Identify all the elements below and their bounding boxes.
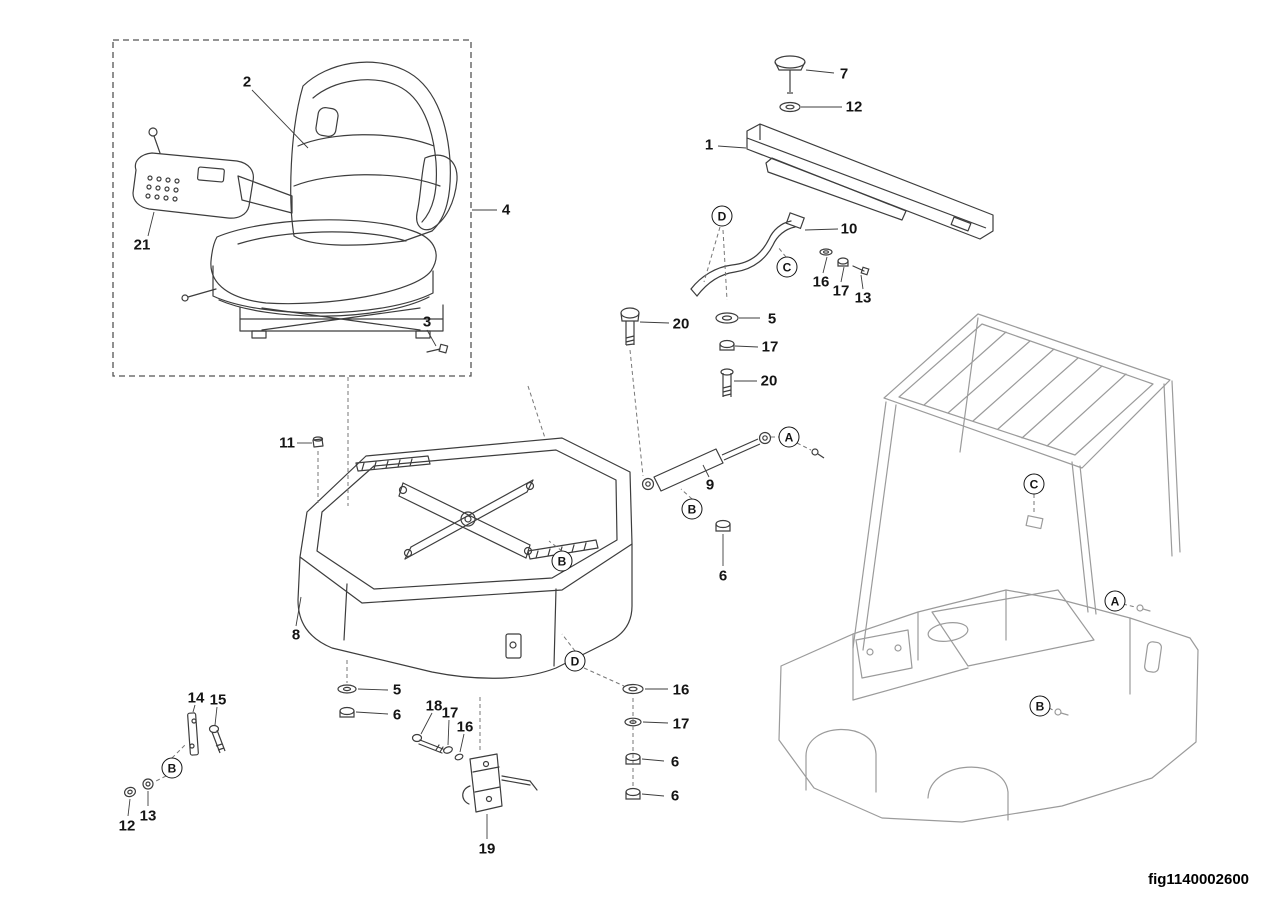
ref-letter-b-a: B [681,498,703,520]
ref-letter-c-a: C [776,256,798,278]
ref-letter-a-b: A [1104,590,1126,612]
leader-lines [127,69,864,839]
callout-part-17-c: 17 [441,704,459,722]
knob-and-washer-drawing [774,55,806,113]
callout-part-7: 7 [839,65,849,83]
callout-part-15: 15 [209,691,227,709]
ref-letter-b-c: B [161,757,183,779]
forklift-frame-drawing [778,313,1199,823]
callout-part-8: 8 [291,626,301,644]
callout-part-5-b: 5 [392,681,402,699]
callout-part-12-b: 12 [118,817,136,835]
callout-part-6-a: 6 [718,567,728,585]
seat-cover-drawing [297,436,633,679]
gas-spring-drawing [641,431,772,492]
latch-bracket-drawing [411,733,538,813]
callout-part-3: 3 [422,313,432,331]
callout-part-6-d: 6 [670,787,680,805]
callout-part-20-a: 20 [672,315,690,333]
callout-part-6-c: 6 [670,753,680,771]
mounting-plate-drawing [746,123,994,240]
callout-part-9: 9 [705,476,715,494]
callout-part-13-b: 13 [139,807,157,825]
ref-letter-a-a: A [778,426,800,448]
fastener-column-drawing [620,307,825,532]
callout-part-5-a: 5 [767,310,777,328]
callout-part-13-a: 13 [854,289,872,307]
callout-part-17-b: 17 [761,338,779,356]
ref-letter-c-b: C [1023,473,1045,495]
callout-part-21: 21 [133,236,151,254]
callout-part-16-c: 16 [672,681,690,699]
callout-part-19: 19 [478,840,496,858]
callout-part-14: 14 [187,689,205,707]
right-fastener-column-drawing [622,683,644,800]
callout-part-17-d: 17 [672,715,690,733]
operator-seat-drawing [132,61,458,354]
callout-part-18: 18 [425,697,443,715]
callout-part-16-a: 16 [812,273,830,291]
ref-letter-b-b: B [551,550,573,572]
ref-letter-b-d: B [1029,695,1051,717]
ref-letter-d-a: D [711,205,733,227]
lower-left-fasteners-drawing [124,684,357,798]
dashed-construction-lines [153,226,1136,788]
release-lever-drawing [690,212,870,297]
callout-part-20-b: 20 [760,372,778,390]
callout-part-16-b: 16 [456,718,474,736]
callout-part-12-a: 12 [845,98,863,116]
callout-part-4: 4 [501,201,511,219]
callout-part-10: 10 [840,220,858,238]
seat-assembly-dashed-box [112,39,472,377]
figure-id-label: fig1140002600 [1148,871,1249,888]
ref-letter-d-b: D [564,650,586,672]
callout-part-11: 11 [279,434,295,452]
callout-part-6-b: 6 [392,706,402,724]
callout-part-2: 2 [242,73,252,91]
callout-part-1: 1 [704,136,714,154]
callout-part-17-a: 17 [832,282,850,300]
